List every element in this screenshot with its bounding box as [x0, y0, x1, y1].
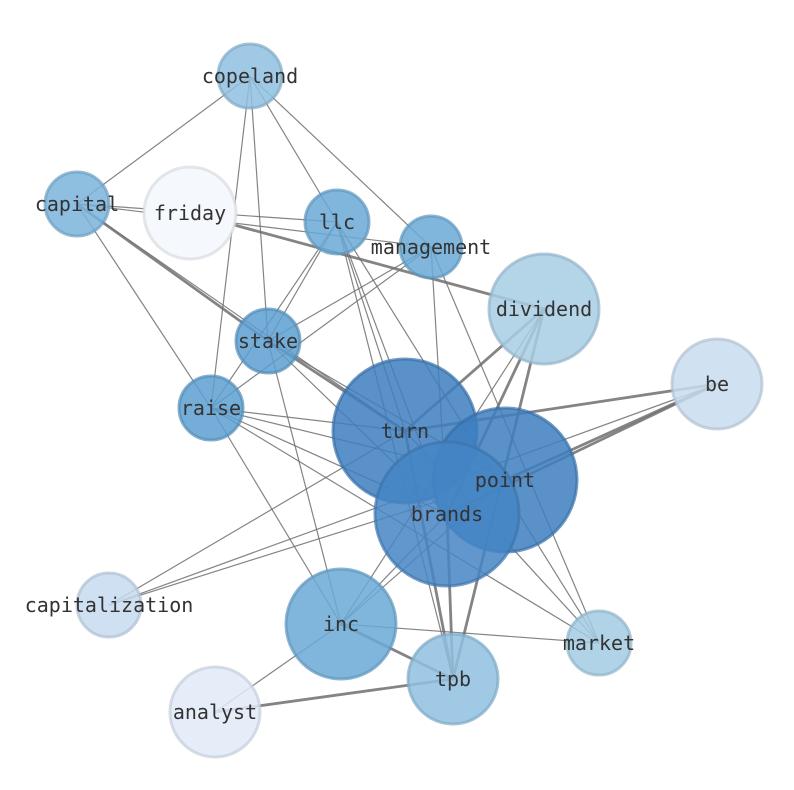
node-tpb	[406, 632, 500, 726]
node-analyst	[168, 665, 262, 759]
label-layer: copeland capital friday llc management divide…	[25, 64, 729, 724]
node-brands	[373, 440, 521, 588]
node-market	[565, 609, 633, 677]
node-label-copeland: copeland	[202, 64, 298, 88]
node-label-be: be	[705, 372, 729, 396]
node-label-brands: brands	[411, 502, 483, 526]
node-capital	[43, 170, 111, 238]
node-label-capital: capital	[35, 192, 119, 216]
node-label-dividend: dividend	[496, 297, 592, 321]
node-label-llc: llc	[319, 210, 355, 234]
edge-management-raise	[210, 246, 432, 409]
node-label-inc: inc	[323, 612, 359, 636]
edge-friday-dividend	[188, 211, 546, 311]
node-label-friday: friday	[154, 201, 226, 225]
node-friday	[142, 165, 238, 261]
node-label-tpb: tpb	[435, 667, 471, 691]
node-label-capitalization: capitalization	[25, 593, 194, 617]
node-label-market: market	[563, 631, 635, 655]
edge-copeland-raise	[210, 75, 251, 409]
node-label-management: management	[371, 235, 491, 259]
edge-capital-stake	[75, 202, 270, 343]
node-raise	[177, 374, 245, 442]
node-management	[398, 214, 464, 280]
edge-copeland-capital	[76, 75, 251, 205]
node-label-analyst: analyst	[173, 700, 257, 724]
node-stake	[234, 307, 302, 375]
node-copeland	[216, 42, 284, 110]
node-label-point: point	[475, 468, 535, 492]
edge-capital-raise	[76, 203, 212, 409]
node-llc	[303, 188, 371, 256]
edge-capital-management	[76, 203, 432, 248]
node-be	[670, 337, 764, 431]
edge-copeland-management	[249, 75, 432, 248]
node-label-turn: turn	[381, 419, 429, 443]
node-capitalization	[75, 571, 143, 639]
node-layer: copeland capital friday llc management divide…	[25, 42, 764, 759]
node-inc	[284, 567, 398, 681]
node-label-raise: raise	[181, 396, 241, 420]
node-label-stake: stake	[238, 329, 298, 353]
node-dividend	[487, 252, 601, 366]
edge-copeland-stake	[249, 75, 269, 342]
